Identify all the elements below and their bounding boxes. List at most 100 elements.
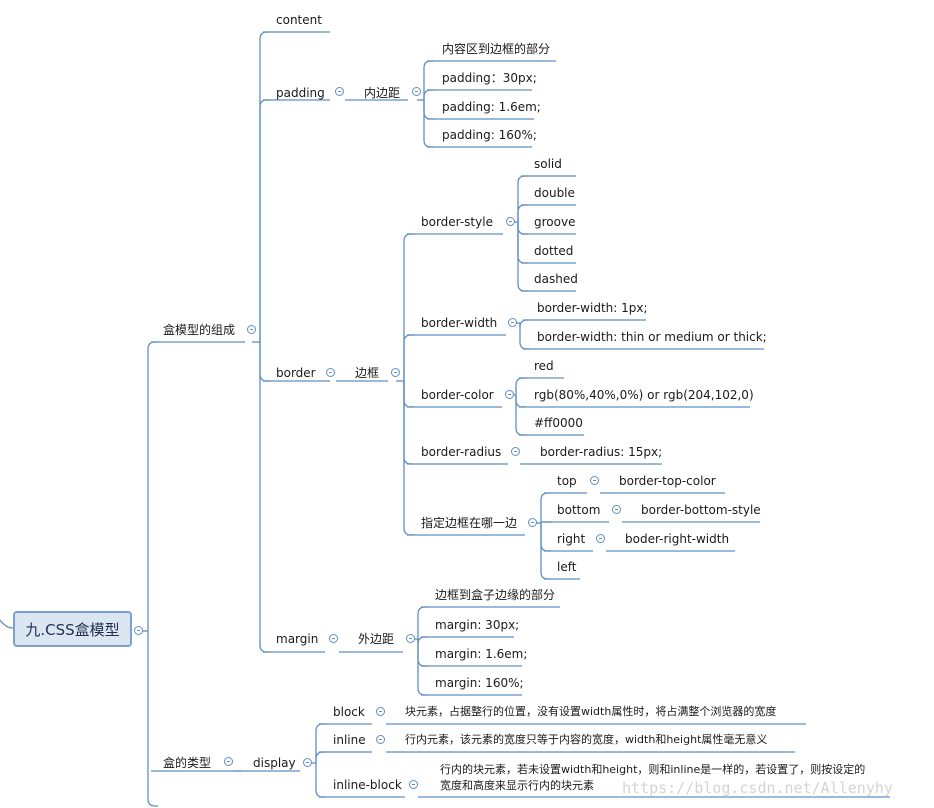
collapse-icon[interactable]	[406, 634, 415, 643]
border-style-item[interactable]: dotted	[534, 244, 574, 258]
border-cn-node[interactable]: 边框	[355, 366, 380, 380]
connector-line	[417, 639, 428, 696]
padding-cn-node[interactable]: 内边距	[364, 86, 401, 100]
border-radius-node[interactable]: border-radius	[421, 445, 502, 459]
collapse-icon[interactable]	[505, 390, 514, 399]
padding-item[interactable]: 内容区到边框的部分	[442, 42, 551, 56]
inline-block-node[interactable]: inline-block	[333, 778, 402, 792]
border-radius-item[interactable]: border-radius: 15px;	[540, 445, 663, 459]
connector-line	[515, 395, 526, 408]
connector-line	[403, 233, 414, 381]
inline-block-desc-line1[interactable]: 行内的块元素，若未设置width和height，则和inline是一样的，若设置…	[440, 763, 866, 776]
border-width-node[interactable]: border-width	[421, 316, 498, 330]
border-side-node[interactable]: 指定边框在哪一边	[421, 516, 518, 530]
side-top-node[interactable]: top	[557, 474, 577, 488]
side-left-node[interactable]: left	[557, 560, 577, 574]
connector-line	[515, 377, 526, 395]
border-color-node[interactable]: border-color	[421, 388, 494, 402]
connector-line	[259, 31, 270, 342]
collapse-icon[interactable]	[511, 447, 520, 456]
collapse-icon[interactable]	[590, 476, 599, 485]
connector-line	[259, 342, 270, 653]
content-node[interactable]: content	[276, 13, 322, 27]
margin-item[interactable]: margin: 160%;	[435, 676, 524, 690]
connector-line	[417, 606, 428, 639]
connector-line	[315, 723, 326, 763]
connector-line	[423, 60, 434, 100]
block-desc[interactable]: 块元素，占据整行的位置，没有设置width属性时，将占满整个浏览器的宽度	[405, 705, 777, 718]
collapse-icon[interactable]	[376, 707, 385, 716]
collapse-icon[interactable]	[612, 505, 621, 514]
collapse-icon[interactable]	[391, 368, 400, 377]
root-node[interactable]: 九.CSS盒模型	[13, 611, 132, 647]
padding-item[interactable]: padding: 1.6em;	[442, 100, 541, 114]
margin-node[interactable]: margin	[276, 632, 319, 646]
connector-line	[423, 100, 434, 148]
watermark: https://blog.csdn.net/Allenyhy	[622, 779, 893, 797]
connector-line	[417, 636, 428, 645]
collapse-icon[interactable]	[508, 318, 517, 327]
border-color-item[interactable]: rgb(80%,40%,0%) or rgb(204,102,0)	[534, 388, 754, 402]
connector-line	[517, 222, 528, 264]
collapse-icon[interactable]	[528, 518, 537, 527]
margin-item[interactable]: margin: 1.6em;	[435, 647, 528, 661]
connector-line	[403, 381, 414, 465]
connector-line	[315, 763, 326, 798]
collapse-icon[interactable]	[224, 757, 233, 766]
side-right-node[interactable]: right	[557, 532, 586, 546]
inline-desc[interactable]: 行内元素，该元素的宽度只等于内容的宽度，width和height属性毫无意义	[405, 733, 768, 746]
margin-item[interactable]: margin: 30px;	[435, 618, 520, 632]
collapse-icon[interactable]	[303, 758, 312, 767]
inline-node[interactable]: inline	[333, 733, 366, 747]
border-node[interactable]: border	[276, 366, 316, 380]
border-style-item[interactable]: solid	[534, 157, 562, 171]
collapse-icon[interactable]	[409, 780, 418, 789]
border-width-item[interactable]: border-width: thin or medium or thick;	[537, 330, 767, 344]
collapse-icon[interactable]	[329, 634, 338, 643]
collapse-icon[interactable]	[506, 217, 515, 226]
margin-item[interactable]: 边框到盒子边缘的部分	[435, 588, 556, 602]
block-node[interactable]: block	[333, 705, 365, 719]
collapse-icon[interactable]	[376, 735, 385, 744]
collapse-icon[interactable]	[335, 87, 344, 96]
collapse-icon[interactable]	[247, 325, 256, 334]
border-style-item[interactable]: dashed	[534, 272, 578, 286]
side-bottom-node[interactable]: bottom	[557, 503, 601, 517]
side-right-item[interactable]: boder-right-width	[625, 532, 730, 546]
connector-line	[515, 395, 526, 436]
border-style-item[interactable]: groove	[534, 215, 576, 229]
connector-line	[0, 619, 14, 629]
display-node[interactable]: display	[253, 756, 296, 770]
side-bottom-item[interactable]: border-bottom-style	[641, 503, 761, 517]
side-top-item[interactable]: border-top-color	[619, 474, 716, 488]
border-color-item[interactable]: red	[534, 359, 554, 373]
collapse-icon[interactable]	[596, 534, 605, 543]
connector-line	[519, 323, 530, 350]
border-style-node[interactable]: border-style	[421, 215, 493, 229]
connector-line	[147, 631, 158, 807]
connector-line	[315, 751, 326, 763]
padding-item[interactable]: padding：30px;	[442, 71, 537, 85]
inline-block-desc-line2[interactable]: 宽度和高度来显示行内的块元素	[440, 779, 594, 792]
border-color-item[interactable]: #ff0000	[534, 416, 583, 430]
connector-line	[259, 342, 270, 382]
collapse-icon[interactable]	[134, 626, 143, 635]
margin-cn-node[interactable]: 外边距	[358, 632, 395, 646]
connector-line	[423, 100, 434, 120]
connector-line	[517, 222, 528, 235]
collapse-icon[interactable]	[412, 87, 421, 96]
box-parts-node[interactable]: 盒模型的组成	[163, 323, 236, 337]
connector-line	[417, 639, 428, 667]
connector-line	[403, 334, 414, 381]
box-types-node[interactable]: 盒的类型	[163, 756, 212, 770]
connector-line	[147, 341, 158, 631]
border-style-item[interactable]: double	[534, 186, 575, 200]
border-width-item[interactable]: border-width: 1px;	[537, 301, 648, 315]
connector-line	[517, 204, 528, 222]
connector-line	[540, 523, 551, 552]
padding-node[interactable]: padding	[276, 86, 325, 100]
collapse-icon[interactable]	[326, 368, 335, 377]
padding-item[interactable]: padding: 160%;	[442, 128, 537, 142]
